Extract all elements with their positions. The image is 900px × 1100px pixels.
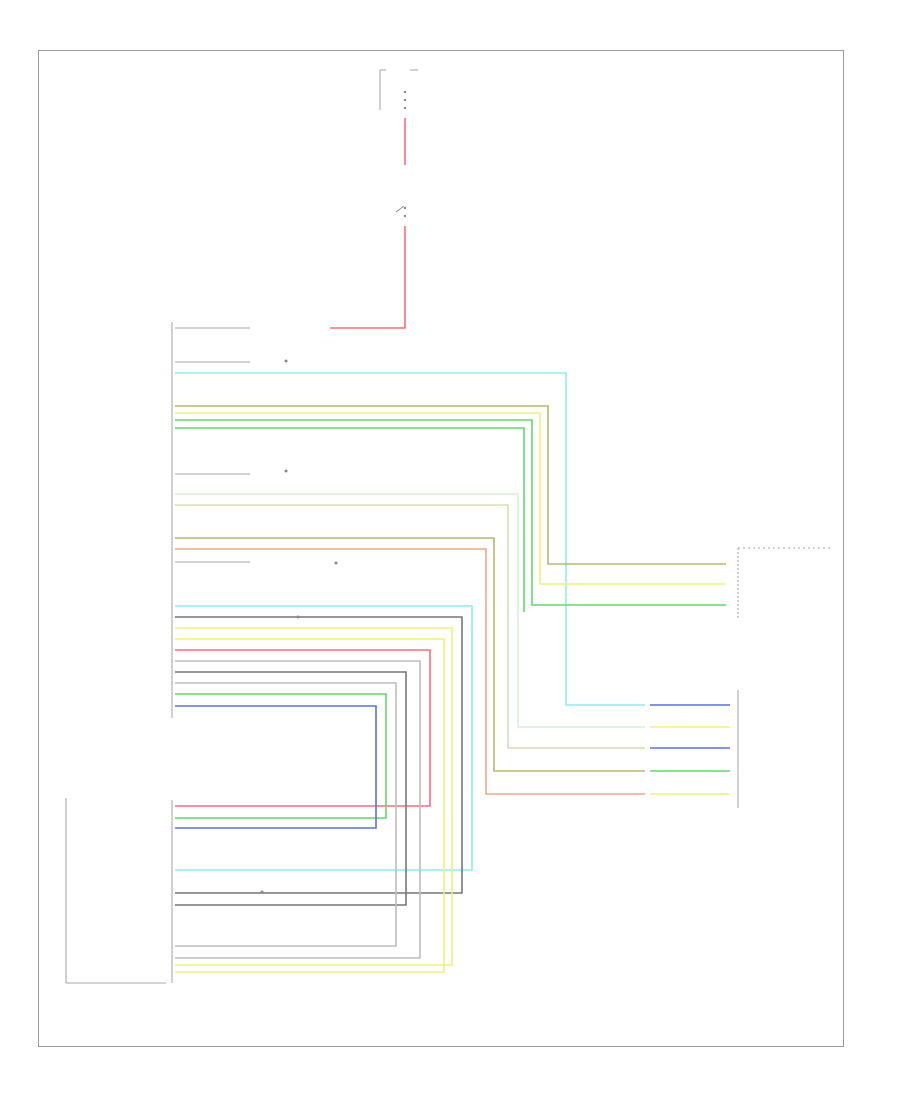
- diagram-frame: [38, 50, 844, 1047]
- fuse-icon: [403, 98, 407, 102]
- wire-olive: [175, 405, 726, 565]
- wire-yellow-3: [175, 638, 445, 973]
- amp-connector: [737, 547, 830, 618]
- wire-olive-2: [175, 537, 645, 772]
- fuse-icon: [403, 106, 407, 110]
- wire-lightgreen: [175, 493, 645, 728]
- splice-icon: [284, 359, 288, 363]
- wire-pale: [175, 504, 645, 749]
- wire-dark: [175, 616, 463, 894]
- fuse-icon: [403, 90, 407, 94]
- splice-icon: [334, 561, 338, 565]
- wire-orange: [175, 548, 645, 795]
- ignition-switch-block: [395, 205, 407, 218]
- wire-cyan-2: [175, 605, 473, 871]
- switch-contact-icon: [403, 206, 407, 210]
- wire-green-3: [175, 693, 387, 819]
- wire-yellow-2: [175, 627, 453, 966]
- splice-icon: [284, 469, 288, 473]
- fuse-box-block: [379, 69, 418, 110]
- wire-red-2: [175, 649, 431, 807]
- wire-gray-2: [175, 682, 397, 947]
- wire-gray: [175, 660, 421, 959]
- wire-blue-2: [175, 705, 377, 829]
- wire-yellow: [175, 412, 726, 585]
- cluster-connector: [65, 798, 173, 984]
- wire-dark-2: [175, 671, 407, 906]
- wire-green-2: [175, 427, 525, 612]
- switch-contact-icon: [403, 214, 407, 218]
- radio-pin-stubs: [175, 327, 250, 563]
- splice-icon: [296, 615, 300, 619]
- splice-icon: [260, 890, 264, 894]
- power-wire-segment: [330, 226, 406, 329]
- wire-green-1: [175, 419, 726, 606]
- wire-cyan: [175, 372, 645, 706]
